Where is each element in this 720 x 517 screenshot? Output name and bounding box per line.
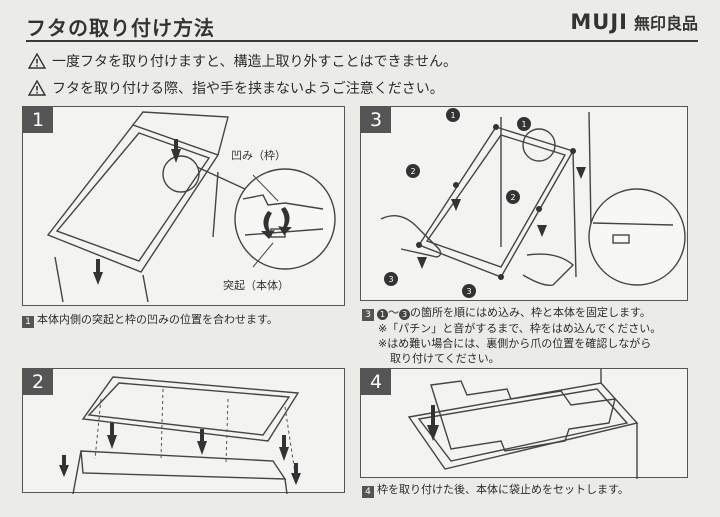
step-1-number: 1 [23, 107, 53, 133]
step-3-callout-3a: 3 [388, 275, 393, 284]
warning-triangle-icon [28, 53, 46, 69]
step-2-number: 2 [23, 369, 53, 395]
warning-2: フタを取り付ける際、指や手を挟まないようご注意ください。 [28, 78, 444, 98]
header-divider [26, 40, 698, 42]
step-3-caption-c3: 3 [399, 309, 410, 320]
step-4-illustration [407, 369, 639, 479]
step-3-callout-1b: 1 [521, 120, 526, 129]
brand-latin: MUJI [570, 10, 628, 34]
step-3-caption-tilde: ～ [388, 306, 399, 319]
step-4-panel: 4 [360, 368, 688, 479]
brand-logo: MUJI 無印良品 [570, 10, 698, 34]
label-protrusion: 突起（本体） [223, 279, 289, 292]
step-3-callout-1a: 1 [450, 111, 455, 120]
step-2-panel: 2 [22, 368, 345, 494]
step-4-caption-text: 枠を取り付けた後、本体に袋止めをセットします。 [377, 483, 629, 496]
page-title: フタの取り付け方法 [26, 16, 215, 40]
step-3-caption-badge: 3 [362, 309, 374, 321]
step-4-number: 4 [361, 369, 391, 395]
step-1-caption-badge: 1 [22, 316, 34, 328]
step-3-caption-text-1: の箇所を順にはめ込み、枠と本体を固定します。 [410, 306, 651, 319]
step-2-illustration [59, 376, 301, 494]
step-1-panel: 1 凹み（枠） 突起（本体） [22, 106, 345, 306]
brand-jp: 無印良品 [633, 14, 698, 33]
step-3-callout-2b: 2 [510, 193, 515, 202]
step-3-caption-c1: 1 [377, 309, 388, 320]
step-3-callout-2a: 2 [410, 167, 415, 176]
step-3-caption-line-2: ※「パチン」と音がするまで、枠をはめ込んでください。 [378, 322, 662, 335]
step-3-illustration: 1 1 2 2 3 3 [380, 108, 686, 298]
step-3-number: 3 [361, 107, 391, 133]
warning-2-text: フタを取り付ける際、指や手を挟まないようご注意ください。 [52, 81, 444, 97]
warning-triangle-icon [28, 80, 46, 96]
step-3-callout-3b: 3 [466, 287, 471, 296]
step-3-panel: 1 1 2 2 3 3 3 [360, 106, 688, 301]
warning-1: 一度フタを取り付けますと、構造上取り外すことはできません。 [28, 51, 457, 71]
warning-1-text: 一度フタを取り付けますと、構造上取り外すことはできません。 [52, 54, 458, 70]
step-4-caption-badge: 4 [362, 486, 374, 498]
step-1-caption-text: 本体内側の突起と枠の凹みの位置を合わせます。 [37, 313, 278, 326]
step-3-caption-line-4: 取り付けてください。 [390, 352, 500, 365]
step-1-illustration [46, 111, 336, 303]
step-3-caption-line-3: ※はめ難い場合には、裏側から爪の位置を確認しながら [378, 337, 652, 350]
label-recess: 凹み（枠） [231, 149, 286, 162]
